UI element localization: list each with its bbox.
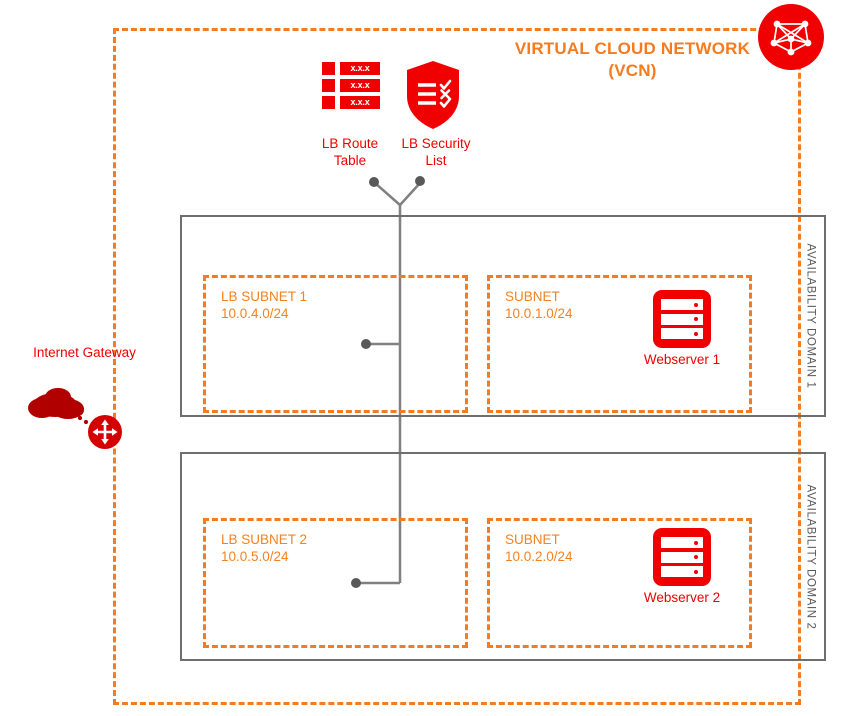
- lb-security-list-label: LB Security List: [396, 135, 476, 169]
- route-table-value: x.x.x: [340, 96, 380, 109]
- server-bay: [661, 551, 703, 563]
- subnet-1: SUBNET 10.0.1.0/24: [487, 275, 752, 413]
- lb-subnet-1: LB SUBNET 1 10.0.4.0/24: [203, 275, 468, 413]
- lb-route-table-label-line2: Table: [333, 153, 367, 168]
- lb-subnet-1-name: LB SUBNET 1: [221, 289, 308, 304]
- server-bay: [661, 299, 703, 310]
- vcn-title-line1: VIRTUAL CLOUD NETWORK: [514, 39, 751, 58]
- route-table-swatch: [322, 79, 335, 92]
- server-led: [694, 331, 698, 336]
- subnet-2: SUBNET 10.0.2.0/24: [487, 518, 752, 648]
- server-led: [694, 555, 698, 559]
- subnet-1-cidr: 10.0.1.0/24: [505, 306, 573, 321]
- subnet-2-name: SUBNET: [505, 532, 560, 547]
- lb-security-list-label-line1: LB Security: [401, 136, 471, 151]
- route-table-row: x.x.x: [322, 96, 382, 109]
- server-led: [694, 302, 698, 307]
- lb-security-list-label-line2: List: [425, 153, 447, 168]
- webserver-1-label: Webserver 1: [643, 352, 721, 367]
- server-bay: [661, 537, 703, 548]
- availability-domain-1: AVAILABILITY DOMAIN 1: [180, 215, 826, 417]
- server-icon: [653, 290, 711, 348]
- lb-subnet-1-cidr: 10.0.4.0/24: [221, 306, 289, 321]
- availability-domain-1-label: AVAILABILITY DOMAIN 1: [804, 243, 816, 389]
- route-table-value: x.x.x: [340, 79, 380, 92]
- cloud-icon: [28, 388, 84, 419]
- server-bay: [661, 566, 703, 577]
- subnet-2-cidr: 10.0.2.0/24: [505, 549, 573, 564]
- subnet-1-name: SUBNET: [505, 289, 560, 304]
- lb-subnet-2: LB SUBNET 2 10.0.5.0/24: [203, 518, 468, 648]
- route-table-icon: x.x.x x.x.x x.x.x: [322, 62, 382, 114]
- shield-checklist-icon: [405, 60, 461, 130]
- webserver-2-label: Webserver 2: [643, 590, 721, 605]
- route-table-value: x.x.x: [340, 62, 380, 75]
- vcn-boundary: [113, 28, 801, 705]
- lb-subnet-2-cidr: 10.0.5.0/24: [221, 549, 289, 564]
- availability-domain-2: AVAILABILITY DOMAIN 2: [180, 452, 826, 661]
- vcn-title: VIRTUAL CLOUD NETWORK (VCN): [500, 38, 765, 82]
- server-icon: [653, 528, 711, 586]
- four-way-arrows-icon: [88, 415, 122, 449]
- internet-gateway-graphic: [20, 375, 140, 465]
- network-mesh-icon: [758, 4, 824, 70]
- server-bay: [661, 328, 703, 339]
- lb-subnet-2-name: LB SUBNET 2: [221, 532, 308, 547]
- lb-route-table-label: LB Route Table: [305, 135, 395, 169]
- vcn-title-line2: (VCN): [608, 61, 657, 80]
- route-table-swatch: [322, 62, 335, 75]
- webserver-1: Webserver 1: [644, 290, 720, 368]
- lb-route-table-label-line1: LB Route: [321, 136, 379, 151]
- server-bay: [661, 313, 703, 325]
- webserver-2: Webserver 2: [644, 528, 720, 606]
- internet-gateway-label: Internet Gateway: [33, 345, 136, 360]
- availability-domain-2-label: AVAILABILITY DOMAIN 2: [804, 484, 816, 629]
- route-table-row: x.x.x: [322, 79, 382, 92]
- server-led: [694, 540, 698, 545]
- server-led: [694, 569, 698, 574]
- route-table-row: x.x.x: [322, 62, 382, 75]
- server-led: [694, 317, 698, 321]
- route-table-swatch: [322, 96, 335, 109]
